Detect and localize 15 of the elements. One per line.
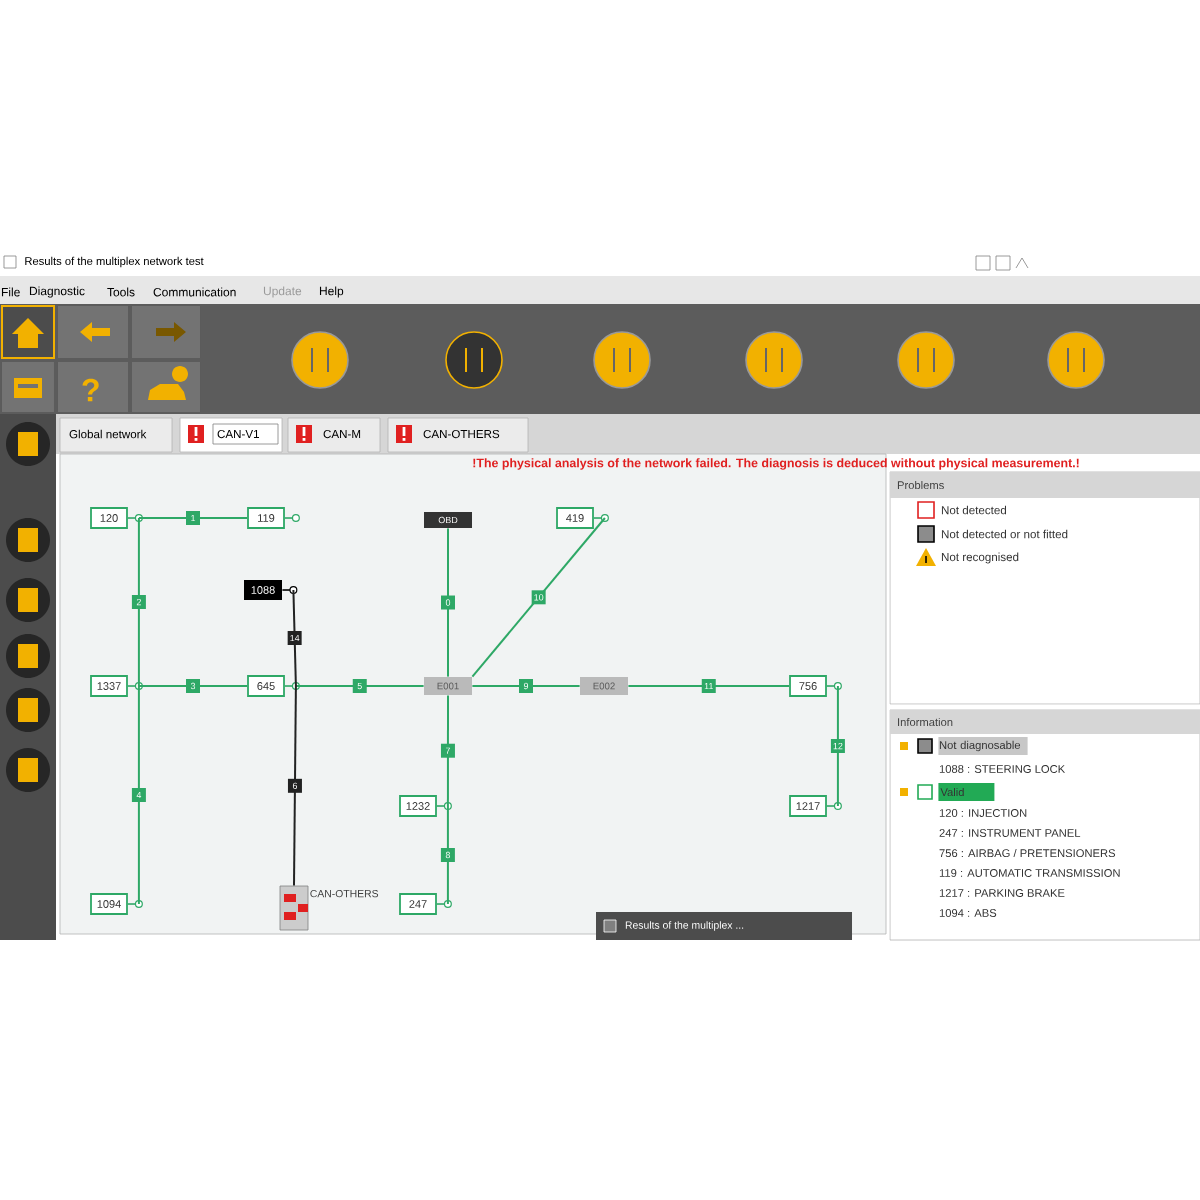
- bus-line: [471, 685, 581, 687]
- bus-line: [137, 517, 249, 519]
- bus-line: [293, 685, 297, 887]
- bus-line: [446, 805, 449, 905]
- bus-line: [137, 685, 140, 905]
- bus-line: [137, 517, 140, 687]
- bus-line: [471, 517, 606, 678]
- bus-line: [446, 694, 449, 807]
- bus-line: [292, 589, 297, 687]
- help-button: ?: [58, 362, 128, 412]
- bus-line: [447, 527, 449, 678]
- bus-line: [137, 685, 249, 687]
- bus-line: [294, 685, 425, 687]
- bus-line: [627, 685, 791, 687]
- bus-line: [836, 685, 839, 807]
